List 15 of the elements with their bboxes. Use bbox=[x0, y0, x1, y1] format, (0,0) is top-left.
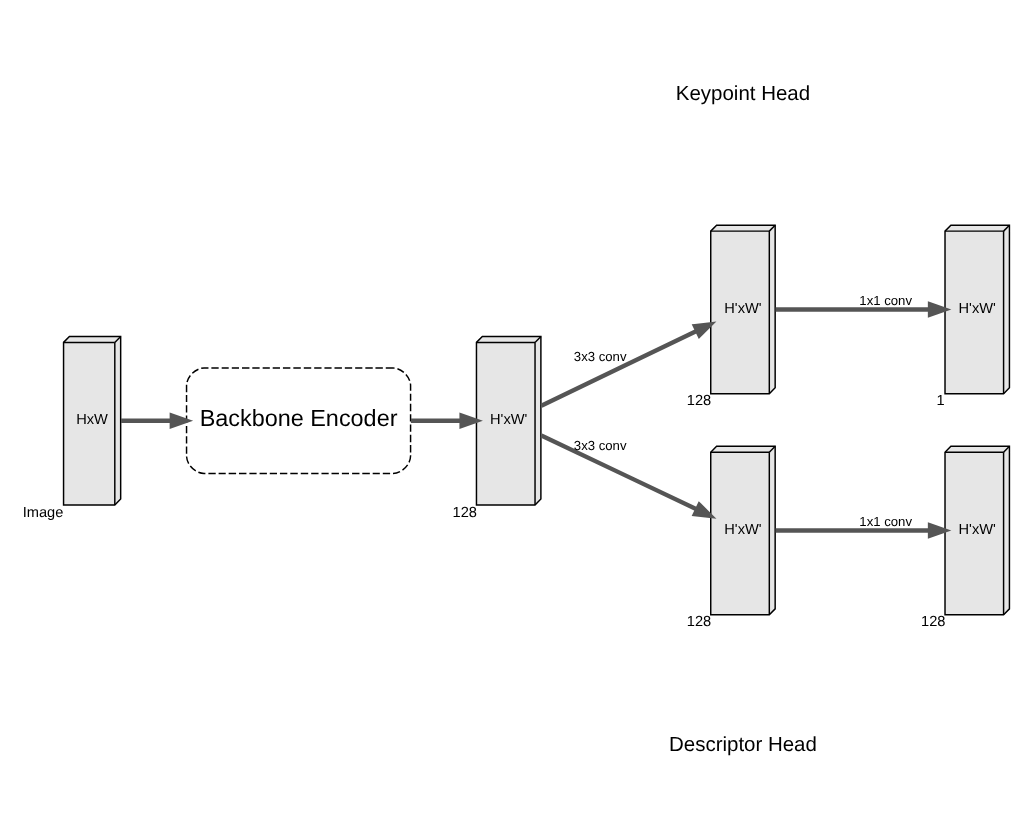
label: Descriptor Head bbox=[669, 734, 817, 757]
arrow bbox=[410, 411, 483, 428]
node-label: 1 bbox=[936, 390, 945, 409]
label: Keypoint Head bbox=[675, 82, 811, 105]
node-label: 128 bbox=[686, 390, 712, 409]
arrow bbox=[775, 300, 952, 317]
arrow bbox=[540, 320, 717, 407]
arrow bbox=[540, 432, 717, 518]
node-label: 128 bbox=[686, 611, 712, 630]
arrow bbox=[775, 521, 952, 538]
arrow bbox=[121, 411, 194, 428]
node-label: 128 bbox=[452, 501, 477, 520]
node-label: Image bbox=[22, 501, 64, 520]
node-box: Backbone Encoder bbox=[185, 366, 412, 474]
node-label: 128 bbox=[921, 611, 946, 630]
